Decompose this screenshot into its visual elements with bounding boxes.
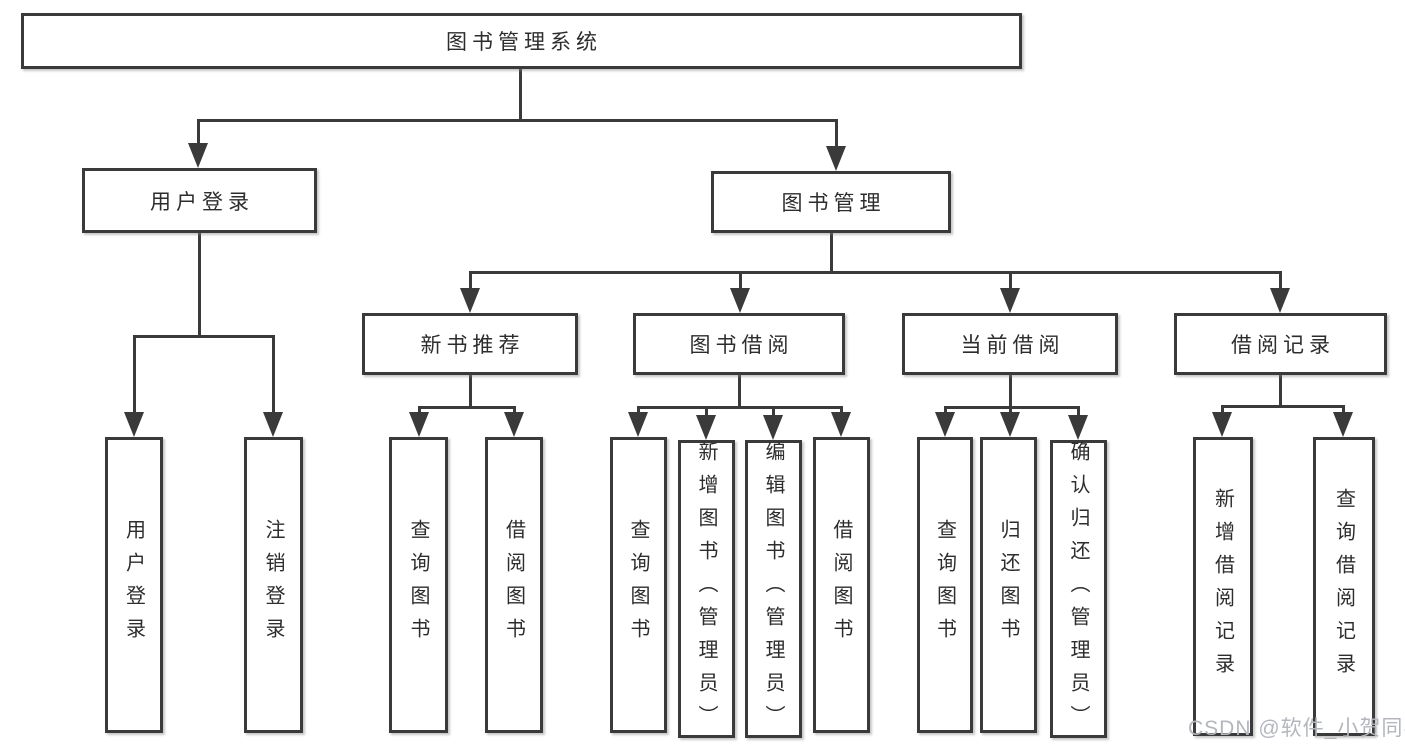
node-label-leaf-query-books-2: 查询图书	[627, 519, 649, 651]
connector-vline	[1278, 375, 1282, 408]
node-label-leaf-query-books-1: 查询图书	[407, 519, 429, 651]
node-label-leaf-confirm-return-admin: 确认归还（管理员）	[1067, 440, 1089, 738]
connector-hline	[1220, 404, 1345, 408]
node-label-new-book-recommend: 新书推荐	[420, 334, 525, 357]
connector-hline	[196, 118, 838, 122]
arrow-down-icon	[1068, 415, 1088, 440]
arrow-down-icon	[1212, 412, 1232, 437]
arrow-down-icon	[504, 412, 524, 437]
node-leaf-query-books-3: 查询图书	[917, 437, 973, 733]
node-leaf-add-borrow-record: 新增借阅记录	[1193, 437, 1253, 736]
connector-arrow-stem	[738, 272, 742, 301]
connector-hline	[468, 270, 1282, 274]
connector-vline	[197, 233, 201, 338]
arrow-down-icon	[124, 412, 144, 437]
node-current-borrowing: 当前借阅	[902, 313, 1118, 375]
node-leaf-user-login: 用户登录	[105, 437, 163, 733]
connector-hline	[417, 405, 516, 409]
csdn-watermark: CSDN @软件_小贺同学	[1188, 717, 1405, 740]
arrow-down-icon	[188, 143, 208, 168]
connector-vline	[829, 233, 833, 274]
connector-arrow-stem	[132, 336, 136, 425]
arrow-down-icon	[628, 412, 648, 437]
node-leaf-return-books: 归还图书	[980, 437, 1037, 733]
connector-arrow-stem	[834, 120, 838, 159]
node-leaf-confirm-return-admin: 确认归还（管理员）	[1050, 440, 1107, 738]
node-label-leaf-logout: 注销登录	[262, 519, 284, 651]
connector-hline	[943, 405, 1080, 409]
connector-vline	[518, 69, 522, 121]
arrow-down-icon	[1000, 412, 1020, 437]
arrow-down-icon	[831, 412, 851, 437]
node-borrowing-records: 借阅记录	[1174, 313, 1387, 375]
node-label-leaf-add-borrow-record: 新增借阅记录	[1211, 487, 1234, 686]
node-root: 图书管理系统	[21, 13, 1022, 69]
node-leaf-borrow-books-2: 借阅图书	[813, 437, 870, 733]
node-label-leaf-borrow-books-2: 借阅图书	[830, 519, 852, 651]
node-label-leaf-borrow-books-1: 借阅图书	[502, 519, 525, 651]
node-label-borrowing-records: 借阅记录	[1231, 334, 1335, 357]
node-book-borrowing: 图书借阅	[633, 313, 845, 375]
arrow-down-icon	[730, 288, 750, 313]
arrow-down-icon	[409, 412, 429, 437]
node-label-root: 图书管理系统	[446, 31, 602, 54]
node-user-login: 用户登录	[82, 168, 317, 233]
arrow-down-icon	[263, 412, 283, 437]
node-leaf-logout: 注销登录	[244, 437, 303, 733]
node-label-leaf-add-books-admin: 新增图书（管理员）	[695, 440, 717, 738]
node-leaf-edit-books-admin: 编辑图书（管理员）	[745, 440, 802, 738]
node-label-leaf-edit-books-admin: 编辑图书（管理员）	[762, 440, 784, 738]
node-leaf-query-books-1: 查询图书	[389, 437, 448, 733]
connector-vline	[468, 375, 472, 409]
node-label-current-borrowing: 当前借阅	[960, 334, 1065, 357]
node-leaf-add-books-admin: 新增图书（管理员）	[678, 440, 735, 738]
connector-vline	[737, 375, 741, 409]
connector-arrow-stem	[468, 272, 472, 301]
connector-vline	[1008, 375, 1012, 409]
arrow-down-icon	[935, 412, 955, 437]
node-new-book-recommend: 新书推荐	[362, 313, 578, 375]
node-leaf-query-borrow-record: 查询借阅记录	[1313, 437, 1375, 736]
connector-arrow-stem	[1278, 272, 1282, 301]
arrow-down-icon	[1333, 412, 1353, 437]
connector-arrow-stem	[271, 336, 275, 425]
arrow-down-icon	[763, 415, 783, 440]
connector-arrow-stem	[196, 120, 200, 156]
arrow-down-icon	[460, 288, 480, 313]
connector-hline	[132, 334, 275, 338]
node-label-user-login: 用户登录	[150, 190, 254, 214]
node-label-book-borrowing: 图书借阅	[689, 334, 794, 357]
node-label-leaf-query-borrow-record: 查询借阅记录	[1332, 487, 1355, 686]
node-leaf-borrow-books-1: 借阅图书	[485, 437, 543, 733]
arrow-down-icon	[696, 415, 716, 440]
arrow-down-icon	[1000, 288, 1020, 313]
arrow-down-icon	[1270, 288, 1290, 313]
node-label-book-management: 图书管理	[781, 192, 886, 215]
node-label-leaf-query-books-3: 查询图书	[933, 519, 956, 651]
node-book-management: 图书管理	[711, 171, 951, 233]
node-label-leaf-return-books: 归还图书	[997, 519, 1019, 651]
connector-hline	[636, 405, 843, 409]
connector-arrow-stem	[1008, 272, 1012, 301]
node-leaf-query-books-2: 查询图书	[610, 437, 667, 733]
arrow-down-icon	[826, 146, 846, 171]
node-label-leaf-user-login: 用户登录	[122, 519, 145, 651]
